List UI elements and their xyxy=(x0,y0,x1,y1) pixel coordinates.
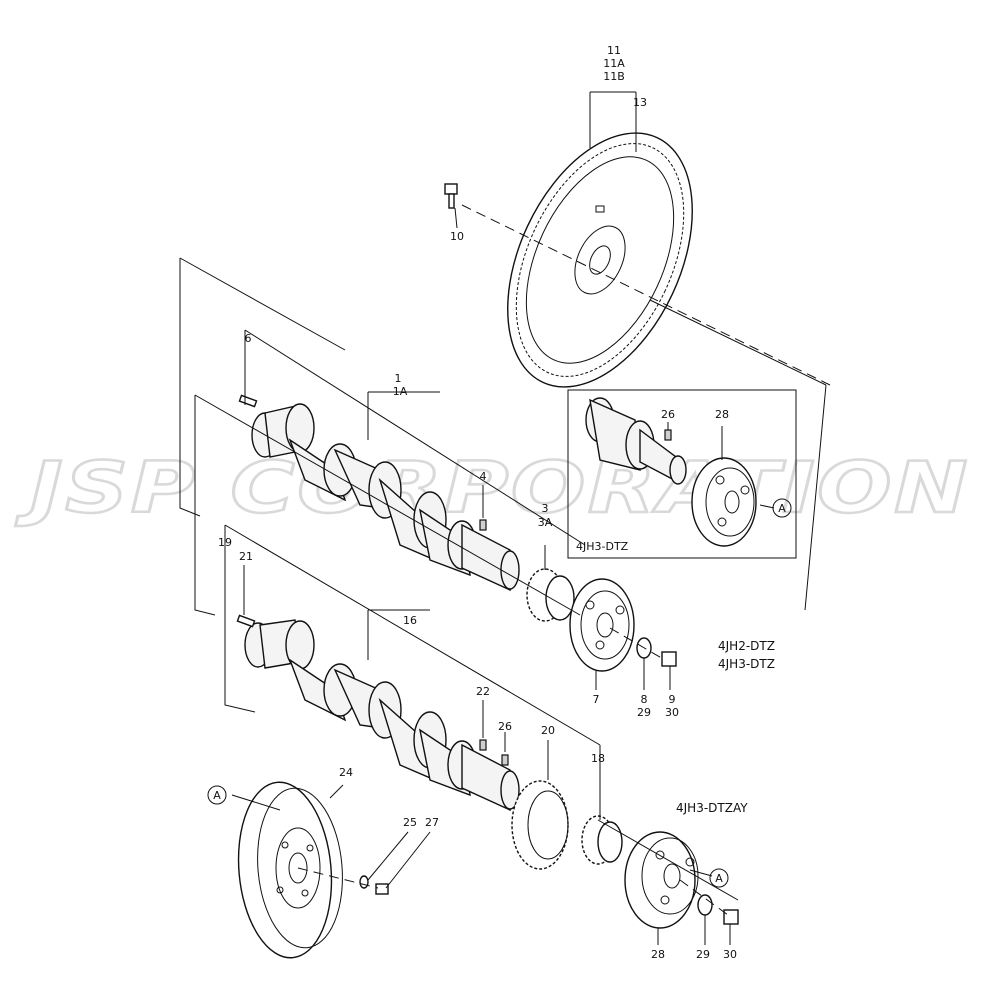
reference-a-lower: A xyxy=(709,868,729,888)
damper-pulley xyxy=(237,781,343,959)
callouts: 11 11A 11B 13 10 6 1 1A 4 3 3A 7 8 29 9 … xyxy=(218,44,737,961)
callout-20: 20 xyxy=(541,724,555,737)
crank-gear-upper xyxy=(526,568,575,622)
damper-bolt xyxy=(375,883,389,895)
callout-10: 10 xyxy=(450,230,464,243)
flywheel-bolt xyxy=(444,183,458,209)
callout-21: 21 xyxy=(239,550,253,563)
inset-box xyxy=(567,389,797,559)
callout-1a: 1A xyxy=(393,385,408,398)
callout-30: 30 xyxy=(723,948,737,961)
callout-3: 3 xyxy=(542,502,549,515)
callout-19: 19 xyxy=(218,536,232,549)
reference-a-label: A xyxy=(778,502,786,515)
reference-a-label: A xyxy=(213,789,221,802)
model-label-upper-1: 4JH2-DTZ xyxy=(718,639,775,653)
key-lower-a xyxy=(479,739,487,751)
reference-a-damper: A xyxy=(207,785,227,805)
callout-28: 28 xyxy=(651,948,665,961)
watermark-text: JSP CORPORATION xyxy=(15,447,970,529)
callout-7: 7 xyxy=(593,693,600,706)
callout-11b: 11B xyxy=(603,70,625,83)
callout-26b: 26 xyxy=(498,720,512,733)
dowel-pin-upper xyxy=(238,394,258,408)
key-upper xyxy=(479,519,487,531)
dowel-pin-lower xyxy=(236,614,256,628)
callout-inset-26: 26 xyxy=(661,408,675,421)
callout-22: 22 xyxy=(476,685,490,698)
callout-16: 16 xyxy=(403,614,417,627)
model-label-lower: 4JH3-DTZAY xyxy=(676,801,748,815)
crankshaft-lower xyxy=(244,619,520,812)
flywheel xyxy=(507,132,693,388)
callout-30a: 30 xyxy=(665,706,679,719)
callout-9: 9 xyxy=(669,693,676,706)
callout-6: 6 xyxy=(245,332,252,345)
model-label-inset: 4JH3-DTZ xyxy=(576,540,629,553)
pulley-lower xyxy=(624,831,699,929)
reference-a-inset: A xyxy=(772,498,792,518)
leader-lines xyxy=(179,91,827,945)
gear-small xyxy=(581,815,623,865)
key-lower-b xyxy=(501,754,509,766)
callout-25: 25 xyxy=(403,816,417,829)
callout-inset-28: 28 xyxy=(715,408,729,421)
inset-pulley xyxy=(691,457,757,547)
model-labels: 4JH2-DTZ 4JH3-DTZ 4JH3-DTZAY 4JH3-DTZ xyxy=(576,540,775,815)
callout-27: 27 xyxy=(425,816,439,829)
crankshaft-upper xyxy=(251,403,520,592)
callout-4: 4 xyxy=(480,470,487,483)
callout-29: 29 xyxy=(696,948,710,961)
pulley-upper xyxy=(569,578,635,672)
callout-29a: 29 xyxy=(637,706,651,719)
callout-8: 8 xyxy=(641,693,648,706)
model-label-upper-2: 4JH3-DTZ xyxy=(718,657,775,671)
gear-large xyxy=(511,780,569,870)
inset-key xyxy=(664,429,672,441)
callout-11a: 11A xyxy=(603,57,625,70)
callout-18: 18 xyxy=(591,752,605,765)
callout-11: 11 xyxy=(607,44,621,57)
callout-1: 1 xyxy=(395,372,402,385)
bolt-upper xyxy=(661,651,677,667)
washer-lower xyxy=(697,894,713,916)
callout-13: 13 xyxy=(633,96,647,109)
reference-a-label: A xyxy=(715,872,723,885)
damper-washer xyxy=(359,875,369,889)
callout-3a: 3A xyxy=(538,516,553,529)
callout-24: 24 xyxy=(339,766,353,779)
bolt-lower xyxy=(723,909,739,925)
